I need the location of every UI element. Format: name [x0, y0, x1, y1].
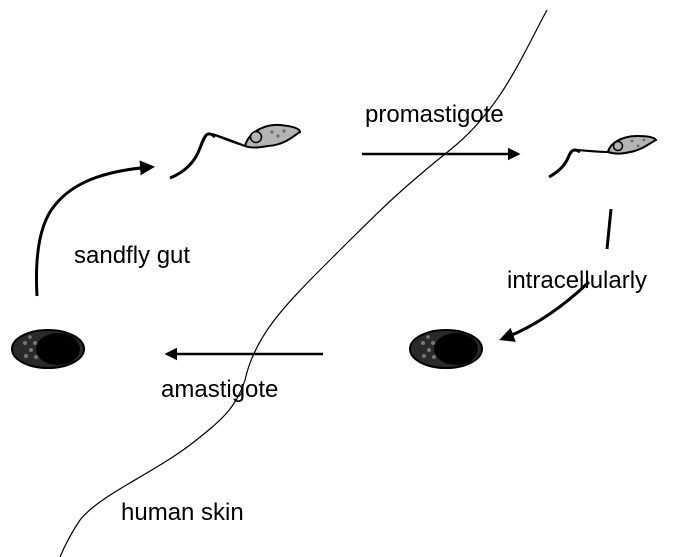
arrow-sandfly-development: [36, 167, 152, 296]
amastigote-right-icon: [410, 330, 482, 368]
label-promastigote: promastigote: [365, 101, 504, 128]
promastigote-left-icon: [170, 125, 300, 178]
flagellum-tail-mark: [607, 209, 611, 249]
promastigote-right-icon: [549, 136, 656, 177]
label-sandfly-gut: sandfly gut: [74, 242, 190, 269]
host-boundary-curve: [60, 10, 547, 557]
label-amastigote: amastigote: [161, 376, 278, 403]
amastigote-left-icon: [12, 330, 84, 368]
label-human-skin: human skin: [121, 499, 244, 526]
label-intracellularly: intracellularly: [507, 267, 647, 294]
